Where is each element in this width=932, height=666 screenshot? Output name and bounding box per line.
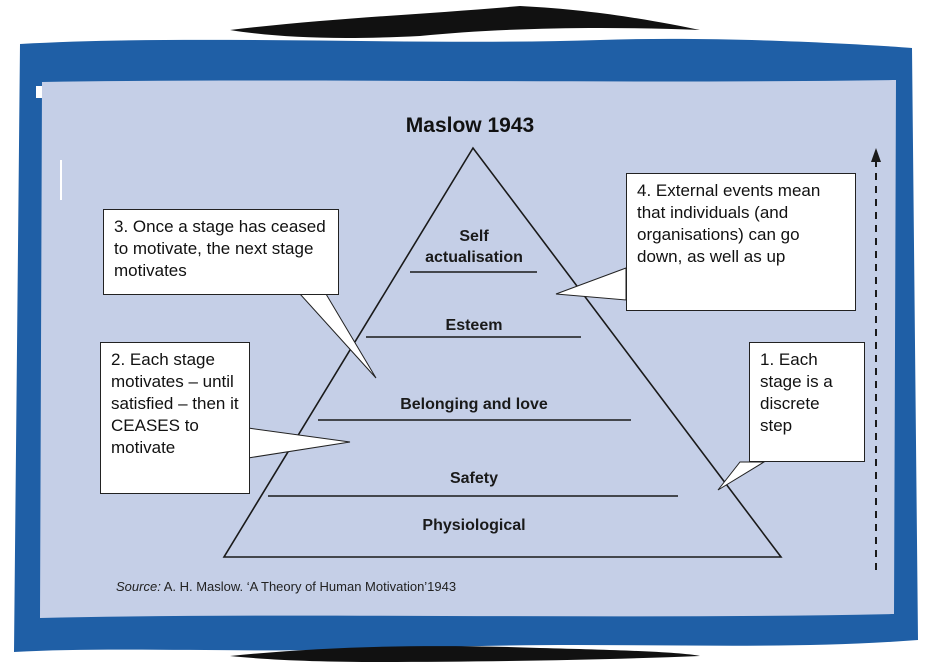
callout-2: 2. Each stage motivates – until satisfie…: [100, 342, 250, 494]
source-citation: Source: A. H. Maslow. ‘A Theory of Human…: [116, 579, 456, 594]
level-belonging: Belonging and love: [400, 396, 548, 413]
level-esteem: Esteem: [445, 317, 503, 334]
level-self-actualisation: Self actualisation: [404, 226, 544, 268]
frame-spot: [36, 86, 42, 98]
callout-1: 1. Each stage is a discrete step: [749, 342, 865, 462]
frame-spot: [60, 160, 62, 200]
level-self-line1: Self: [459, 228, 489, 245]
source-prefix: Source:: [116, 579, 161, 594]
source-text: A. H. Maslow. ‘A Theory of Human Motivat…: [160, 579, 457, 594]
level-safety: Safety: [449, 470, 499, 487]
level-physiological: Physiological: [422, 517, 526, 534]
diagram-title: Maslow 1943: [405, 114, 535, 137]
callout-3: 3. Once a stage has ceased to motivate, …: [103, 209, 339, 295]
pyramid-outline: [222, 146, 783, 558]
callout-1-pointer: [717, 461, 766, 491]
callout-4: 4. External events mean that individuals…: [626, 173, 856, 311]
level-self-line2: actualisation: [425, 249, 523, 266]
frame-brush-bottom: [230, 646, 700, 662]
upward-arrow-head: [871, 148, 881, 162]
frame-brush-top: [230, 6, 700, 38]
